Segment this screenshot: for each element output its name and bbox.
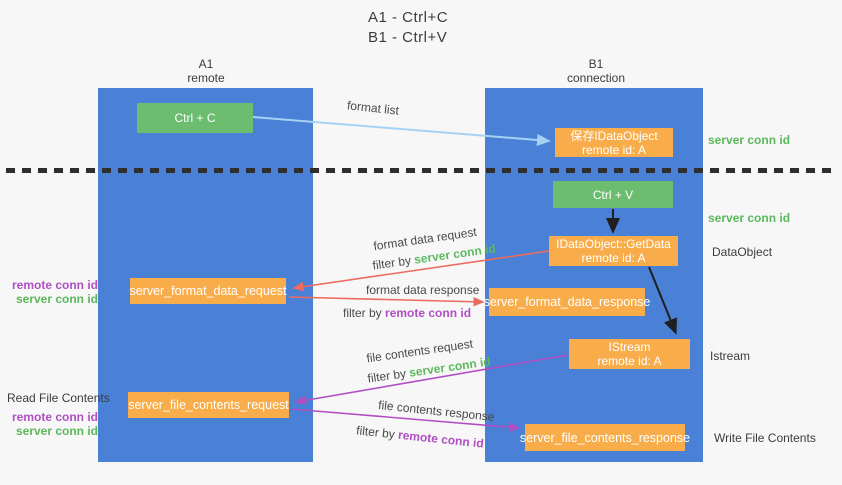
filter-by-remote-conn-id-label-2: filter by remote conn id — [355, 423, 485, 451]
server-conn-id-label-2: server conn id — [15, 424, 98, 438]
file-request-label: server_file_contents_request — [128, 398, 289, 412]
server-conn-id-label-top: server conn id — [708, 133, 791, 147]
server-format-data-response-box: server_format_data_response — [484, 288, 650, 316]
remote-conn-id-label-1: remote conn id — [11, 278, 98, 292]
ctrl-v-label: Ctrl + V — [592, 187, 634, 202]
save-idataobject-box: 保存IDataObject remote id: A — [555, 128, 673, 157]
server-format-data-request-box: server_format_data_request — [129, 278, 287, 304]
file-response-label: server_file_contents_response — [519, 430, 691, 445]
format-data-response-arrow — [288, 296, 485, 307]
format-list-label: format list — [346, 98, 400, 118]
ctrl-v-box: Ctrl + V — [553, 181, 673, 208]
write-file-contents-label: Write File Contents — [714, 431, 816, 445]
getdata-title: IDataObject::GetData — [556, 237, 671, 251]
machine-boundary-dotted-line — [6, 168, 836, 173]
format-response-label: server_format_data_response — [483, 295, 651, 309]
conn-id-group-bottom: remote conn id server conn id — [0, 410, 98, 438]
server-file-contents-response-box: server_file_contents_response — [520, 424, 690, 451]
server-conn-id-label-mid: server conn id — [708, 211, 791, 225]
dataobject-label: DataObject — [712, 245, 773, 259]
getdata-remote-id: remote id: A — [581, 251, 646, 265]
ctrl-c-label: Ctrl + C — [174, 111, 216, 125]
lane-header-b1: B1 connection — [536, 57, 656, 85]
ctrl-c-box: Ctrl + C — [137, 103, 253, 133]
remote-conn-id-label-2: remote conn id — [11, 410, 98, 424]
conn-id-group-top: remote conn id server conn id — [0, 278, 98, 306]
title-line-2: B1 - Ctrl+V — [368, 29, 448, 46]
title-line-1: A1 - Ctrl+C — [368, 9, 449, 26]
save-idataobject-remote-id: remote id: A — [581, 142, 647, 157]
read-file-contents-label: Read File Contents — [7, 391, 110, 405]
lane-header-a1: A1 remote — [146, 57, 266, 85]
idataobject-getdata-box: IDataObject::GetData remote id: A — [549, 236, 678, 266]
server-conn-id-label-1: server conn id — [15, 292, 98, 306]
lane-a1-subtitle: remote — [187, 71, 225, 85]
lane-a1-name: A1 — [198, 57, 214, 71]
lane-b1-name: B1 — [588, 57, 604, 71]
server-file-contents-request-box: server_file_contents_request — [128, 392, 289, 418]
istream-remote-id: remote id: A — [597, 354, 662, 368]
format-request-label: server_format_data_request — [129, 284, 287, 298]
filter-by-remote-conn-id-label-1: filter by remote conn id — [343, 306, 472, 320]
istream-box: IStream remote id: A — [569, 339, 690, 369]
lane-b1-subtitle: connection — [566, 71, 626, 85]
file-contents-response-label: file contents response — [377, 397, 496, 425]
istream-title: IStream — [608, 340, 651, 354]
save-idataobject-title: 保存IDataObject — [570, 128, 658, 143]
page-title: A1 - Ctrl+C B1 - Ctrl+V — [368, 8, 448, 48]
istream-side-label: Istream — [710, 349, 751, 363]
format-data-response-label: format data response — [366, 283, 480, 297]
